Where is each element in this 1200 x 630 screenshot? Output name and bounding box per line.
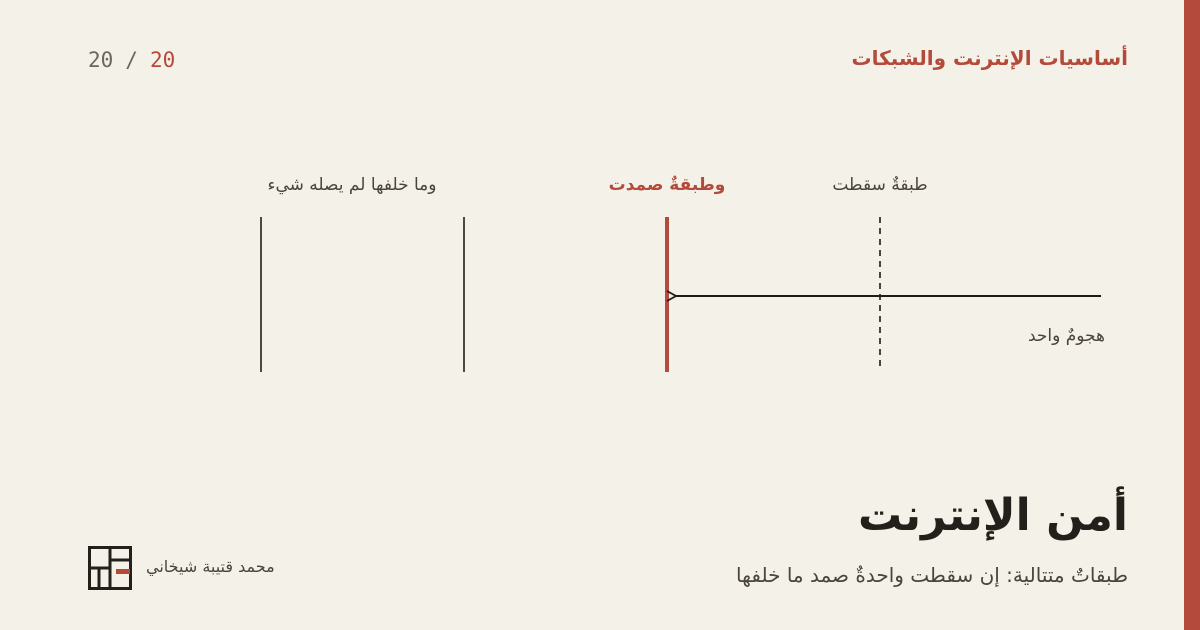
slide-subtitle: طبقاتٌ متتالية: إن سقطت واحدةٌ صمد ما خل… <box>736 563 1128 587</box>
author-logo-icon <box>88 546 132 590</box>
page-separator: / <box>125 48 138 72</box>
page-counter: 20 / 20 <box>88 48 175 72</box>
course-title: أساسيات الإنترنت والشبكات <box>851 46 1129 70</box>
holding-layer-label: وطبقةٌ صمدت <box>609 175 726 195</box>
fallen-layer-label: طبقةٌ سقطت <box>832 175 927 195</box>
accent-edge-bar <box>1184 0 1200 630</box>
page-total: 20 <box>88 48 114 72</box>
slide-title: أمن الإنترنت <box>857 490 1128 541</box>
page-current: 20 <box>149 48 176 72</box>
behind-layers-label: وما خلفها لم يصله شيء <box>268 175 437 195</box>
attack-label: هجومٌ واحد <box>1028 326 1105 346</box>
author-name: محمد قتيبة شيخاني <box>146 557 275 576</box>
